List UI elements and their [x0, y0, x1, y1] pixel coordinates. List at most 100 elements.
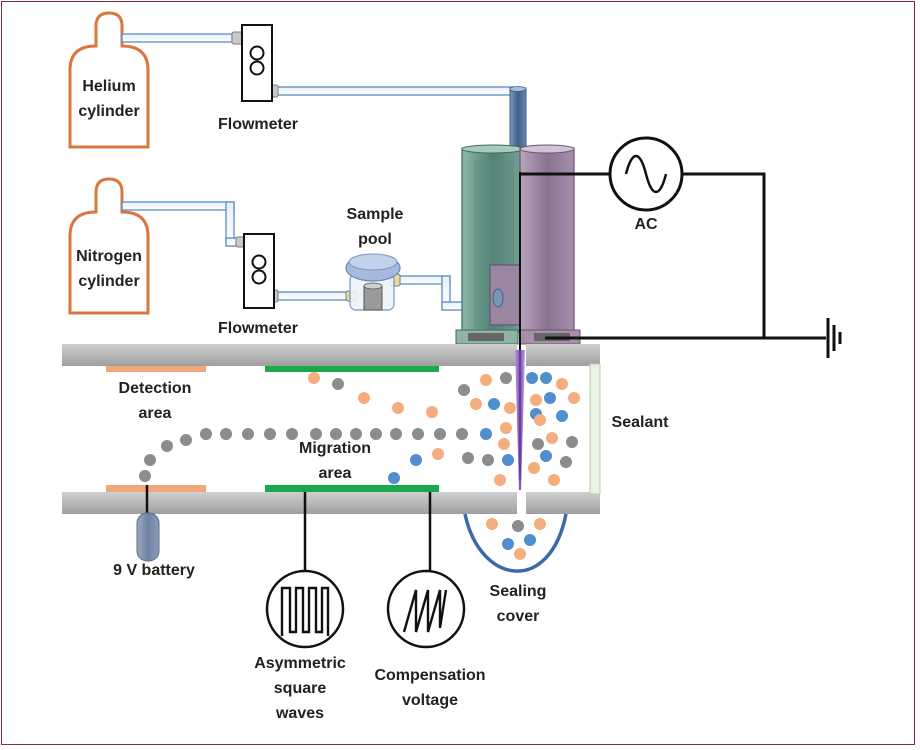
ion-particle: [556, 410, 568, 422]
sawtooth-wave: [402, 589, 448, 633]
ion-particle: [390, 428, 402, 440]
flowmeter-top-label: Flowmeter: [217, 116, 298, 133]
sealing-cover: [463, 513, 568, 573]
ion-particle: [534, 414, 546, 426]
asymmetric-wave-generator: [265, 569, 345, 649]
ion-particle: [556, 378, 568, 390]
ion-particle: [144, 454, 156, 466]
ion-particle: [530, 394, 542, 406]
ion-particle: [514, 548, 526, 560]
ion-particle: [264, 428, 276, 440]
ion-particle: [426, 406, 438, 418]
ion-particle: [532, 438, 544, 450]
inner-electrode-top: [519, 144, 575, 154]
ion-particle: [370, 428, 382, 440]
ion-particle: [546, 432, 558, 444]
ion-particle: [392, 402, 404, 414]
ion-particle: [242, 428, 254, 440]
ion-particle: [504, 402, 516, 414]
square-wave-icon: [265, 569, 345, 649]
ion-particle: [286, 428, 298, 440]
tube-nitrogen-to-flowmeter: [121, 201, 235, 211]
flowmeter-top: [241, 24, 273, 102]
ion-source: [455, 86, 581, 480]
ion-particle: [161, 440, 173, 452]
ion-particle: [350, 428, 362, 440]
ion-particle: [330, 428, 342, 440]
ion-particle: [480, 428, 492, 440]
detection-electrode-top: [106, 366, 206, 372]
gas-cylinder-icon: [68, 177, 150, 315]
helium-cylinder: [68, 11, 150, 149]
flow-rotor: [251, 254, 267, 270]
ion-particle: [494, 474, 506, 486]
sample-vial-core: [363, 285, 383, 311]
ion-particle: [540, 372, 552, 384]
sine-wave: [624, 154, 668, 194]
ion-particle: [482, 454, 494, 466]
ion-particle: [220, 428, 232, 440]
base-insert: [468, 333, 504, 341]
lower-plate: [526, 492, 600, 514]
ion-particle: [180, 434, 192, 446]
ac-wire: [545, 172, 766, 340]
sealant: [589, 363, 601, 495]
ion-particle: [566, 436, 578, 448]
migration-electrode-bottom: [265, 485, 439, 492]
ion-particle: [308, 372, 320, 384]
ion-particle: [470, 398, 482, 410]
ionization-needle: [515, 350, 525, 490]
ac-circuit: [520, 136, 842, 358]
nitrogen-cylinder: [68, 177, 150, 315]
ion-particle: [540, 450, 552, 462]
square-wave: [280, 586, 330, 636]
ion-particle: [500, 422, 512, 434]
ion-particle: [528, 462, 540, 474]
ion-particle: [534, 518, 546, 530]
tube-flowmeter-to-source: [273, 86, 515, 96]
sample-pool: [345, 253, 401, 311]
ion-particle: [524, 534, 536, 546]
ion-particle: [502, 538, 514, 550]
ion-particle: [412, 428, 424, 440]
flowmeter-bottom: [243, 233, 275, 309]
ion-particle: [432, 448, 444, 460]
ion-particle: [544, 392, 556, 404]
detection-electrode-bottom: [106, 485, 206, 492]
ion-particle: [200, 428, 212, 440]
ion-particle: [488, 398, 500, 410]
sample-vial-core-top: [363, 282, 383, 290]
ion-particle: [502, 454, 514, 466]
ion-particle: [388, 472, 400, 484]
inner-electrode-window: [489, 264, 521, 326]
ion-particle: [548, 474, 560, 486]
tube-helium-to-flowmeter: [121, 33, 233, 43]
flow-rotor: [249, 45, 265, 61]
ion-particle: [410, 454, 422, 466]
gas-cylinder-icon: [68, 11, 150, 149]
battery-label: 9 V battery: [113, 562, 195, 579]
ion-particle: [458, 384, 470, 396]
drift-channel: [62, 344, 601, 514]
ion-particle: [332, 378, 344, 390]
ion-particle: [462, 452, 474, 464]
ion-particle: [434, 428, 446, 440]
inner-electrode: [519, 147, 575, 333]
ion-particle: [498, 438, 510, 450]
ion-cloud: [139, 372, 580, 560]
ion-particle: [512, 520, 524, 532]
flowmeter-bottom-label: Flowmeter: [217, 320, 298, 337]
ion-particle: [456, 428, 468, 440]
electrode-leads: [145, 485, 432, 574]
gas-port: [492, 288, 504, 308]
sealant-label: Sealant: [611, 414, 669, 431]
inlet-tube-top: [509, 86, 527, 92]
